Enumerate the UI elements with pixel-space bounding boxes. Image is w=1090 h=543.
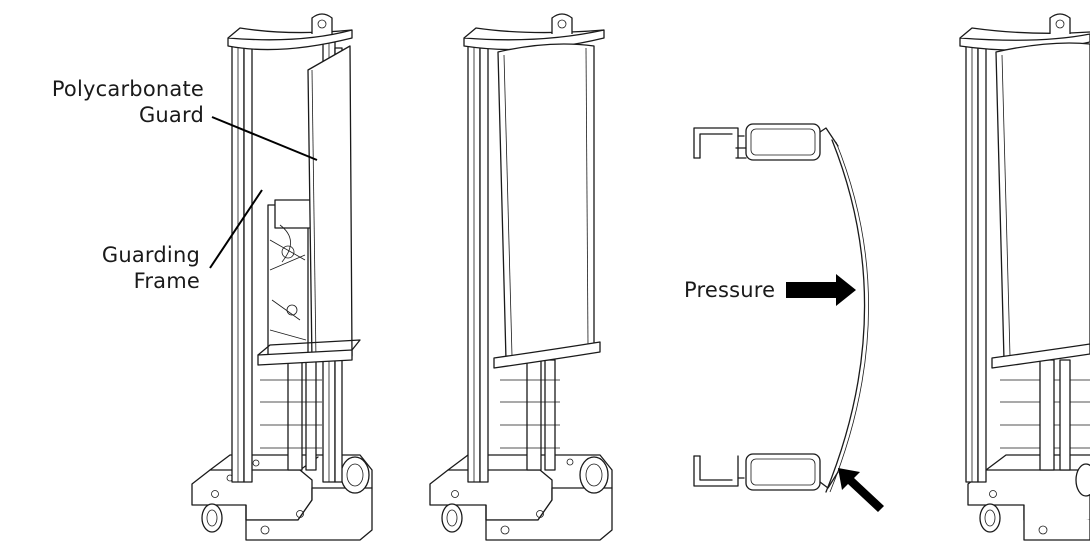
insert-arrow-icon — [838, 468, 884, 512]
polycarbonate-guard-pointer — [211, 116, 318, 161]
pressure-arrow-icon — [786, 274, 856, 306]
guarding-frame-pointer — [209, 189, 263, 269]
column-1-guard-fitting — [191, 13, 373, 541]
column-4-polycarbonate-guard — [995, 42, 1090, 361]
column-1-top-cap — [227, 13, 353, 51]
curved-guard-profile — [825, 139, 866, 493]
guarding-frame-label-line2: Frame — [133, 269, 200, 293]
column-2-polycarbonate-guard — [497, 43, 595, 361]
column-1-mechanism — [267, 199, 318, 356]
top-channel-left — [693, 127, 745, 159]
guard-cross-section — [693, 123, 869, 493]
column-2-guard-fitted — [429, 13, 613, 541]
guarding-frame-label: Guarding Frame — [60, 242, 200, 294]
column-4-uprights — [965, 41, 1090, 483]
column-4-guard-fitted-partial — [959, 13, 1090, 541]
polycarbonate-guard-label-line2: Guard — [138, 103, 204, 127]
column-4-base — [967, 454, 1090, 541]
guarding-frame-label-line1: Guarding — [101, 243, 200, 267]
polycarbonate-guard-label-line1: Polycarbonate — [51, 77, 204, 101]
bottom-channel-left — [693, 455, 745, 487]
column-1-base — [191, 454, 373, 541]
top-box-section — [745, 123, 821, 161]
bottom-box-section — [745, 453, 821, 491]
column-2-uprights — [467, 41, 560, 483]
column-2-base — [429, 454, 613, 541]
column-1-polycarbonate-guard — [307, 45, 353, 363]
polycarbonate-guard-label: Polycarbonate Guard — [8, 76, 204, 128]
pressure-label: Pressure — [684, 278, 776, 302]
